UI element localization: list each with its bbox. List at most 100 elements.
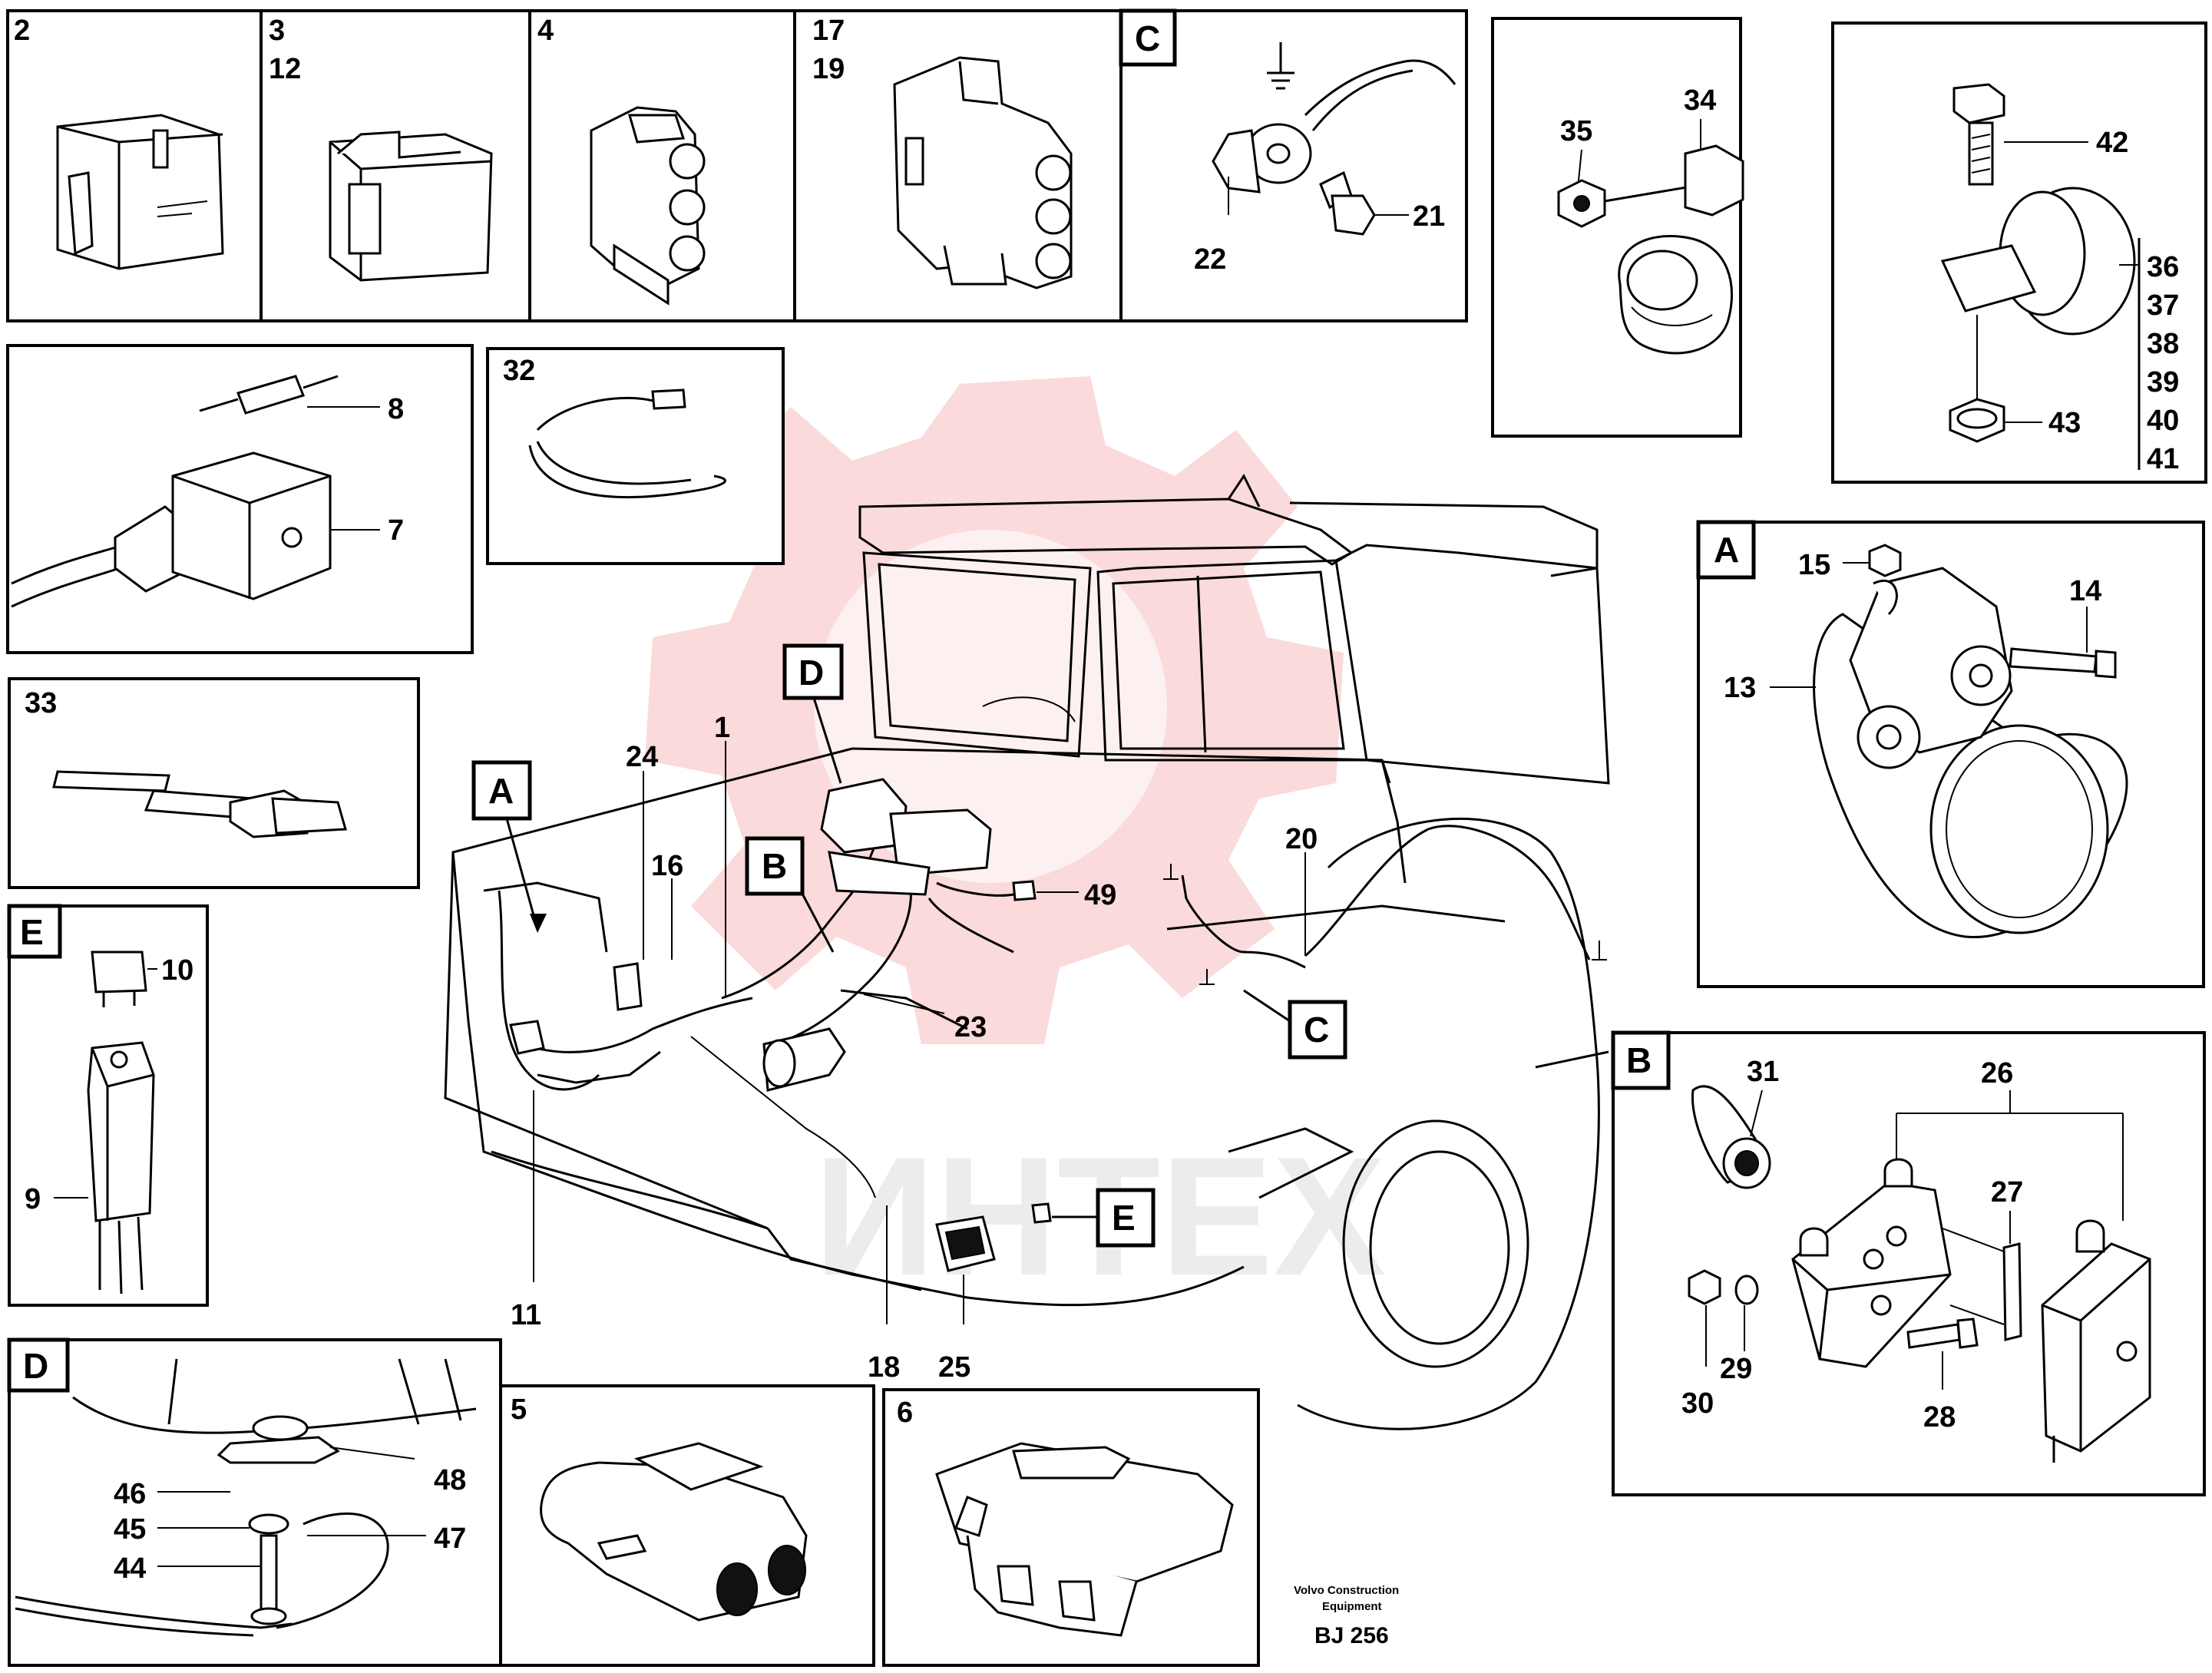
label-34: 34 [1684,84,1716,117]
label-9: 9 [25,1183,41,1215]
label-38: 38 [2147,328,2179,360]
label-14: 14 [2069,575,2101,607]
label-8: 8 [388,393,404,425]
connector-part-4 [590,106,706,306]
label-49: 49 [1084,879,1116,911]
panel-A-letter: A [1714,530,1739,570]
connector-part-3 [329,131,493,282]
label-10: 10 [161,954,193,987]
connector-part-17 [893,56,1073,289]
label-15: 15 [1798,549,1830,581]
boot-part-31 [1691,1085,1771,1189]
label-1: 1 [714,712,730,744]
callout-D: D [782,643,844,784]
svg-text:D: D [799,653,824,693]
label-25: 25 [938,1351,970,1384]
strap-part-33 [52,770,347,838]
label-36: 36 [2147,251,2179,283]
panel-A: A 15 14 13 [1696,520,2205,988]
label-27: 27 [1991,1176,2023,1208]
panel-32-number: 32 [503,355,535,387]
label-37: 37 [2147,289,2179,322]
panel-5: 5 [499,1384,875,1667]
nut-part-30 [1688,1269,1721,1305]
panel-E-letter: E [20,912,44,952]
label-44: 44 [114,1552,146,1585]
ground-icon [1267,42,1294,90]
label-42: 42 [2096,127,2128,159]
panel-C-letter: C [1135,18,1160,58]
label-41: 41 [2147,443,2179,475]
cable-tie-part-32 [528,388,726,498]
watermark: ИНТЕХ [645,376,1386,1311]
label-7: 7 [388,514,404,547]
svg-text:E: E [1112,1198,1136,1238]
panel-6: 6 [882,1388,1260,1667]
panel-3-number: 3 [269,15,285,47]
machine-cab-drawing [444,474,1610,1430]
label-20: 20 [1285,823,1318,855]
panel-D-letter: D [23,1346,48,1386]
label-46: 46 [114,1478,146,1510]
panel-7-8: 8 7 [6,344,474,654]
panel-3-12: 3 12 [260,9,531,322]
label-26: 26 [1981,1057,2013,1089]
label-24: 24 [626,741,658,773]
label-18: 18 [868,1351,900,1384]
label-35: 35 [1560,115,1592,147]
label-11: 11 [511,1299,541,1331]
label-31: 31 [1747,1056,1779,1088]
panel-D: D 46 48 45 47 44 [7,1337,502,1667]
label-47: 47 [434,1523,466,1555]
tank-bolt-assembly-part [15,1358,477,1637]
label-30: 30 [1681,1387,1714,1420]
label-28: 28 [1923,1401,1956,1433]
label-29: 29 [1720,1353,1752,1385]
watermark-gear-icon [645,376,1344,1044]
horn-part-13 [1813,567,2128,938]
label-40: 40 [2147,405,2179,437]
panel-33-number: 33 [25,687,57,719]
panel-36-43: 42 43 36 37 38 39 40 41 [1831,21,2207,484]
connector-part-6 [935,1442,1234,1637]
panel-17-number: 17 [812,15,845,47]
svg-text:B: B [762,846,787,886]
callout-E: E [1052,1188,1156,1248]
grommet-part-36 [1940,187,2136,336]
footer-company-line1: Volvo Construction [1294,1584,1399,1597]
panel-2-number: 2 [14,15,30,47]
panel-19-number: 19 [812,53,845,85]
wiring-harness [483,778,1607,1272]
ground-cable-part [1212,59,1456,236]
washer-part-29 [1734,1275,1759,1305]
screw-part-28 [1906,1318,1979,1349]
label-13: 13 [1724,672,1756,704]
panel-C: C 22 21 [1119,8,1468,322]
footer-company-line2: Equipment [1322,1600,1382,1613]
footer-drawing-code: BJ 256 [1314,1623,1389,1648]
panel-33: 33 [8,677,420,889]
label-22: 22 [1194,243,1226,276]
label-48: 48 [434,1464,466,1496]
fuse-holder-part-9 [87,1041,155,1294]
relay-socket-part-26 [1791,1158,1952,1368]
svg-text:C: C [1304,1010,1329,1050]
panel-2: 2 [6,9,263,322]
fuse-part-10 [91,951,147,1007]
diode-part-8 [199,375,339,415]
relay-part [2041,1219,2151,1463]
panel-17-19: 17 19 [793,9,1123,322]
leader-23 [863,994,945,1014]
panel-4: 4 [528,9,796,322]
panel-E: E 10 9 [7,904,209,1307]
label-43: 43 [2048,407,2081,439]
connector-part-2 [56,114,224,270]
panel-B-letter: B [1626,1040,1652,1080]
panel-34-35: 35 34 [1491,17,1744,438]
nut-part-15 [1868,544,1902,577]
panel-6-number: 6 [897,1397,913,1429]
label-21: 21 [1413,200,1445,233]
label-39: 39 [2147,366,2179,398]
label-45: 45 [114,1513,146,1546]
